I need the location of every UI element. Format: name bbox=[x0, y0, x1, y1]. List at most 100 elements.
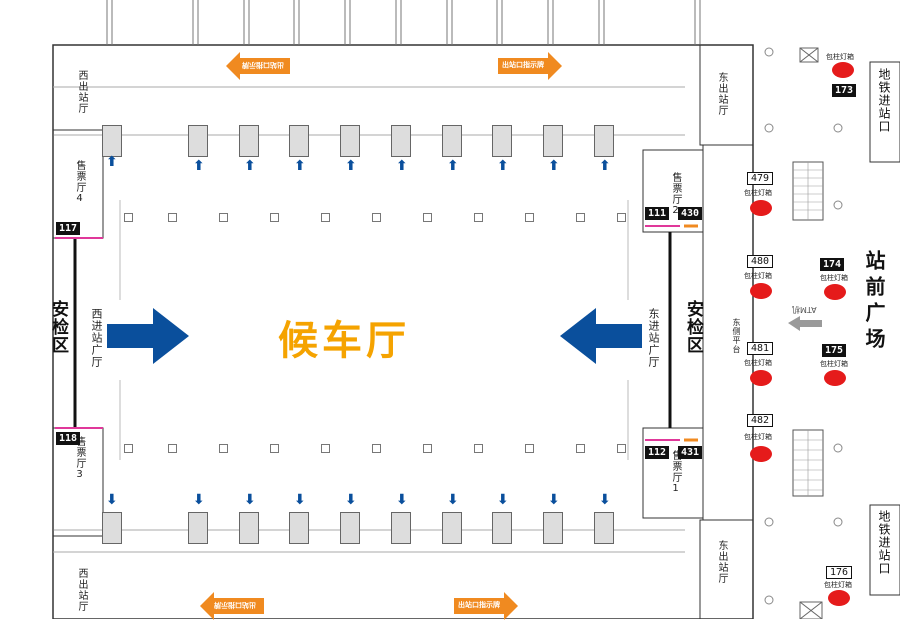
hall-title: 候车厅 bbox=[278, 318, 410, 364]
ad-number-175: 175 bbox=[822, 344, 847, 357]
ad-number-176: 176 bbox=[826, 566, 853, 579]
column bbox=[617, 444, 626, 453]
down-arrow-icon: ⬇ bbox=[244, 492, 256, 508]
gate bbox=[239, 512, 259, 544]
column bbox=[124, 213, 133, 222]
column bbox=[525, 213, 534, 222]
column bbox=[474, 444, 483, 453]
ad-number-174: 174 bbox=[820, 258, 845, 271]
column bbox=[270, 444, 279, 453]
gate bbox=[102, 125, 122, 157]
west-exit-bottom: 西出站厅 bbox=[76, 568, 87, 612]
sign-label-bottom-right: 出站口指示牌 bbox=[458, 601, 500, 609]
sign-arrow-bottom-left bbox=[200, 592, 264, 620]
east-badge-bottom-a: 112 bbox=[645, 446, 670, 459]
column bbox=[576, 444, 585, 453]
ad-number-480: 480 bbox=[747, 255, 774, 268]
gate bbox=[188, 125, 208, 157]
west-badge-top: 117 bbox=[56, 222, 81, 235]
east-entry-hall: 东进站广厅 bbox=[647, 308, 660, 368]
west-entry-arrow bbox=[107, 308, 189, 364]
up-arrow-icon: ⬆ bbox=[599, 158, 611, 174]
gate bbox=[442, 512, 462, 544]
column bbox=[372, 444, 381, 453]
up-arrow-icon: ⬆ bbox=[396, 158, 408, 174]
east-entry-arrow bbox=[560, 308, 642, 364]
lightbox-label: 包柱灯箱 bbox=[824, 581, 852, 589]
gate bbox=[492, 125, 512, 157]
ad-marker bbox=[750, 283, 772, 299]
up-arrow-icon: ⬆ bbox=[294, 158, 306, 174]
east-badge-top-a: 111 bbox=[645, 207, 670, 220]
ad-marker bbox=[832, 62, 854, 78]
gate bbox=[594, 125, 614, 157]
column bbox=[423, 444, 432, 453]
column bbox=[525, 444, 534, 453]
lightbox-label: 包柱灯箱 bbox=[826, 53, 854, 61]
ad-marker bbox=[824, 370, 846, 386]
column bbox=[474, 213, 483, 222]
lightbox-label: 包柱灯箱 bbox=[820, 274, 848, 282]
gate bbox=[543, 125, 563, 157]
gate bbox=[239, 125, 259, 157]
east-exit-top: 东出站厅 bbox=[716, 72, 727, 116]
gate bbox=[594, 512, 614, 544]
down-arrow-icon: ⬇ bbox=[193, 492, 205, 508]
up-arrow-icon: ⬆ bbox=[345, 158, 357, 174]
ad-marker bbox=[824, 284, 846, 300]
sign-arrow-bottom-right bbox=[454, 592, 518, 620]
atm-sign: ATM机 bbox=[792, 305, 817, 314]
lightbox-label: 包柱灯箱 bbox=[744, 272, 772, 280]
east-ticket-top: 售票厅2 bbox=[670, 172, 681, 217]
ad-marker bbox=[828, 590, 850, 606]
up-arrow-icon: ⬆ bbox=[106, 154, 118, 170]
ad-number-479: 479 bbox=[747, 172, 774, 185]
up-arrow-icon: ⬆ bbox=[548, 158, 560, 174]
metro-entrance-top: 地铁进站口 bbox=[877, 68, 891, 133]
sign-label-top-right: 出站口指示牌 bbox=[502, 61, 544, 69]
down-arrow-icon: ⬇ bbox=[345, 492, 357, 508]
ad-marker bbox=[750, 370, 772, 386]
gate bbox=[442, 125, 462, 157]
gate bbox=[492, 512, 512, 544]
lightbox-label: 包柱灯箱 bbox=[744, 189, 772, 197]
down-arrow-icon: ⬇ bbox=[106, 492, 118, 508]
up-arrow-icon: ⬆ bbox=[497, 158, 509, 174]
ad-number-482: 482 bbox=[747, 414, 774, 427]
ad-marker bbox=[750, 200, 772, 216]
gate bbox=[188, 512, 208, 544]
column bbox=[168, 444, 177, 453]
metro-entrance-bottom: 地铁进站口 bbox=[877, 510, 891, 575]
down-arrow-icon: ⬇ bbox=[447, 492, 459, 508]
sign-arrow-top-right bbox=[498, 52, 562, 80]
east-exit-bottom: 东出站厅 bbox=[716, 540, 727, 584]
column bbox=[423, 213, 432, 222]
west-security: 安检区 bbox=[48, 300, 68, 354]
lightbox-label: 包柱灯箱 bbox=[820, 360, 848, 368]
column bbox=[576, 213, 585, 222]
down-arrow-icon: ⬇ bbox=[396, 492, 408, 508]
east-badge-bottom-b: 431 bbox=[678, 446, 703, 459]
gate bbox=[102, 512, 122, 544]
ad-number-481: 481 bbox=[747, 342, 774, 355]
column bbox=[124, 444, 133, 453]
sign-label-bottom-left: 出站口指示牌 bbox=[214, 601, 256, 609]
gate bbox=[340, 125, 360, 157]
column bbox=[219, 444, 228, 453]
down-arrow-icon: ⬇ bbox=[599, 492, 611, 508]
east-ticket-bottom: 售票厅1 bbox=[670, 450, 681, 495]
west-entry-hall: 西进站广厅 bbox=[90, 308, 103, 368]
up-arrow-icon: ⬆ bbox=[193, 158, 205, 174]
column bbox=[617, 213, 626, 222]
west-ticket-top: 售票厅4 bbox=[74, 160, 85, 205]
ad-marker bbox=[750, 446, 772, 462]
gate bbox=[543, 512, 563, 544]
sign-label-top-left: 出站口指示牌 bbox=[242, 61, 284, 69]
gate bbox=[391, 125, 411, 157]
sign-arrow-top-left bbox=[226, 52, 290, 80]
column bbox=[321, 444, 330, 453]
column bbox=[168, 213, 177, 222]
plaza-name: 站前广场 bbox=[862, 250, 886, 354]
ad-number-173: 173 bbox=[832, 84, 857, 97]
